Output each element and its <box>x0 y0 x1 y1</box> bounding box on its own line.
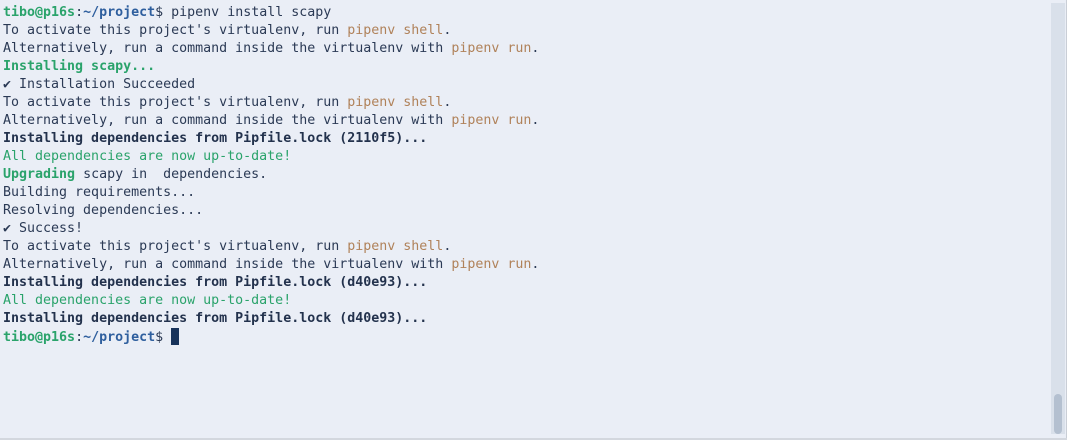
text-segment: . <box>531 113 540 128</box>
text-segment: . <box>531 41 540 56</box>
output-line: Installing scapy... <box>3 58 1047 76</box>
output-line: Installing dependencies from Pipfile.loc… <box>3 310 1047 328</box>
output-line: ✔ Installation Succeeded <box>3 76 1047 94</box>
text-segment: Alternatively, run a command inside the … <box>3 113 452 128</box>
output-line: To activate this project's virtualenv, r… <box>3 94 1047 112</box>
output-line: Resolving dependencies... <box>3 202 1047 220</box>
text-segment: Installing dependencies from Pipfile.loc… <box>3 275 428 290</box>
text-segment: $ pipenv install scapy <box>155 5 332 20</box>
text-segment: Alternatively, run a command inside the … <box>3 41 452 56</box>
text-segment: To activate this project's virtualenv, r… <box>3 23 348 38</box>
text-segment: To activate this project's virtualenv, r… <box>3 95 348 110</box>
text-segment: pipenv run <box>451 113 532 128</box>
text-segment: : <box>75 330 84 345</box>
scrollbar-track[interactable] <box>1051 3 1065 434</box>
output-line: Upgrading scapy in dependencies. <box>3 166 1047 184</box>
text-segment: ~/project <box>83 330 156 345</box>
text-segment: scapy in dependencies. <box>75 167 268 182</box>
scrollbar-thumb[interactable] <box>1054 394 1062 434</box>
text-segment: ~/project <box>83 5 156 20</box>
text-segment: . <box>443 95 452 110</box>
output-line: Alternatively, run a command inside the … <box>3 112 1047 130</box>
output-line: To activate this project's virtualenv, r… <box>3 238 1047 256</box>
text-segment: All dependencies are now up-to-date! <box>3 149 292 164</box>
text-segment: All dependencies are now up-to-date! <box>3 293 292 308</box>
window-bottom-border <box>0 438 1067 440</box>
cursor <box>171 328 180 345</box>
text-segment: : <box>75 5 84 20</box>
output-line: Alternatively, run a command inside the … <box>3 40 1047 58</box>
text-segment: . <box>443 23 452 38</box>
text-segment: pipenv shell <box>347 95 444 110</box>
output-line: tibo@p16s:~/project$ pipenv install scap… <box>3 4 1047 22</box>
text-segment: pipenv shell <box>347 239 444 254</box>
text-segment: . <box>531 257 540 272</box>
output-line: Installing dependencies from Pipfile.loc… <box>3 130 1047 148</box>
output-line: ✔ Success! <box>3 220 1047 238</box>
text-segment: ✔ Installation Succeeded <box>3 77 196 92</box>
text-segment: To activate this project's virtualenv, r… <box>3 239 348 254</box>
text-segment: Alternatively, run a command inside the … <box>3 257 452 272</box>
text-segment: Resolving dependencies... <box>3 203 204 218</box>
terminal-output[interactable]: tibo@p16s:~/project$ pipenv install scap… <box>3 4 1047 346</box>
text-segment: Building requirements... <box>3 185 196 200</box>
text-segment: Installing dependencies from Pipfile.loc… <box>3 311 428 326</box>
output-line: Installing dependencies from Pipfile.loc… <box>3 274 1047 292</box>
text-segment: Installing dependencies from Pipfile.loc… <box>3 131 428 146</box>
output-line: To activate this project's virtualenv, r… <box>3 22 1047 40</box>
text-segment: . <box>443 239 452 254</box>
text-segment: pipenv run <box>451 257 532 272</box>
text-segment: Installing scapy... <box>3 59 156 74</box>
text-segment: ✔ Success! <box>3 221 84 236</box>
text-segment: tibo@p16s <box>3 330 76 345</box>
text-segment: tibo@p16s <box>3 5 76 20</box>
output-line: Building requirements... <box>3 184 1047 202</box>
output-line: All dependencies are now up-to-date! <box>3 148 1047 166</box>
text-segment: pipenv run <box>451 41 532 56</box>
text-segment: pipenv shell <box>347 23 444 38</box>
text-segment: Upgrading <box>3 167 76 182</box>
output-line: Alternatively, run a command inside the … <box>3 256 1047 274</box>
output-line: All dependencies are now up-to-date! <box>3 292 1047 310</box>
prompt-line: tibo@p16s:~/project$ <box>3 328 1047 346</box>
text-segment: $ <box>155 330 172 345</box>
